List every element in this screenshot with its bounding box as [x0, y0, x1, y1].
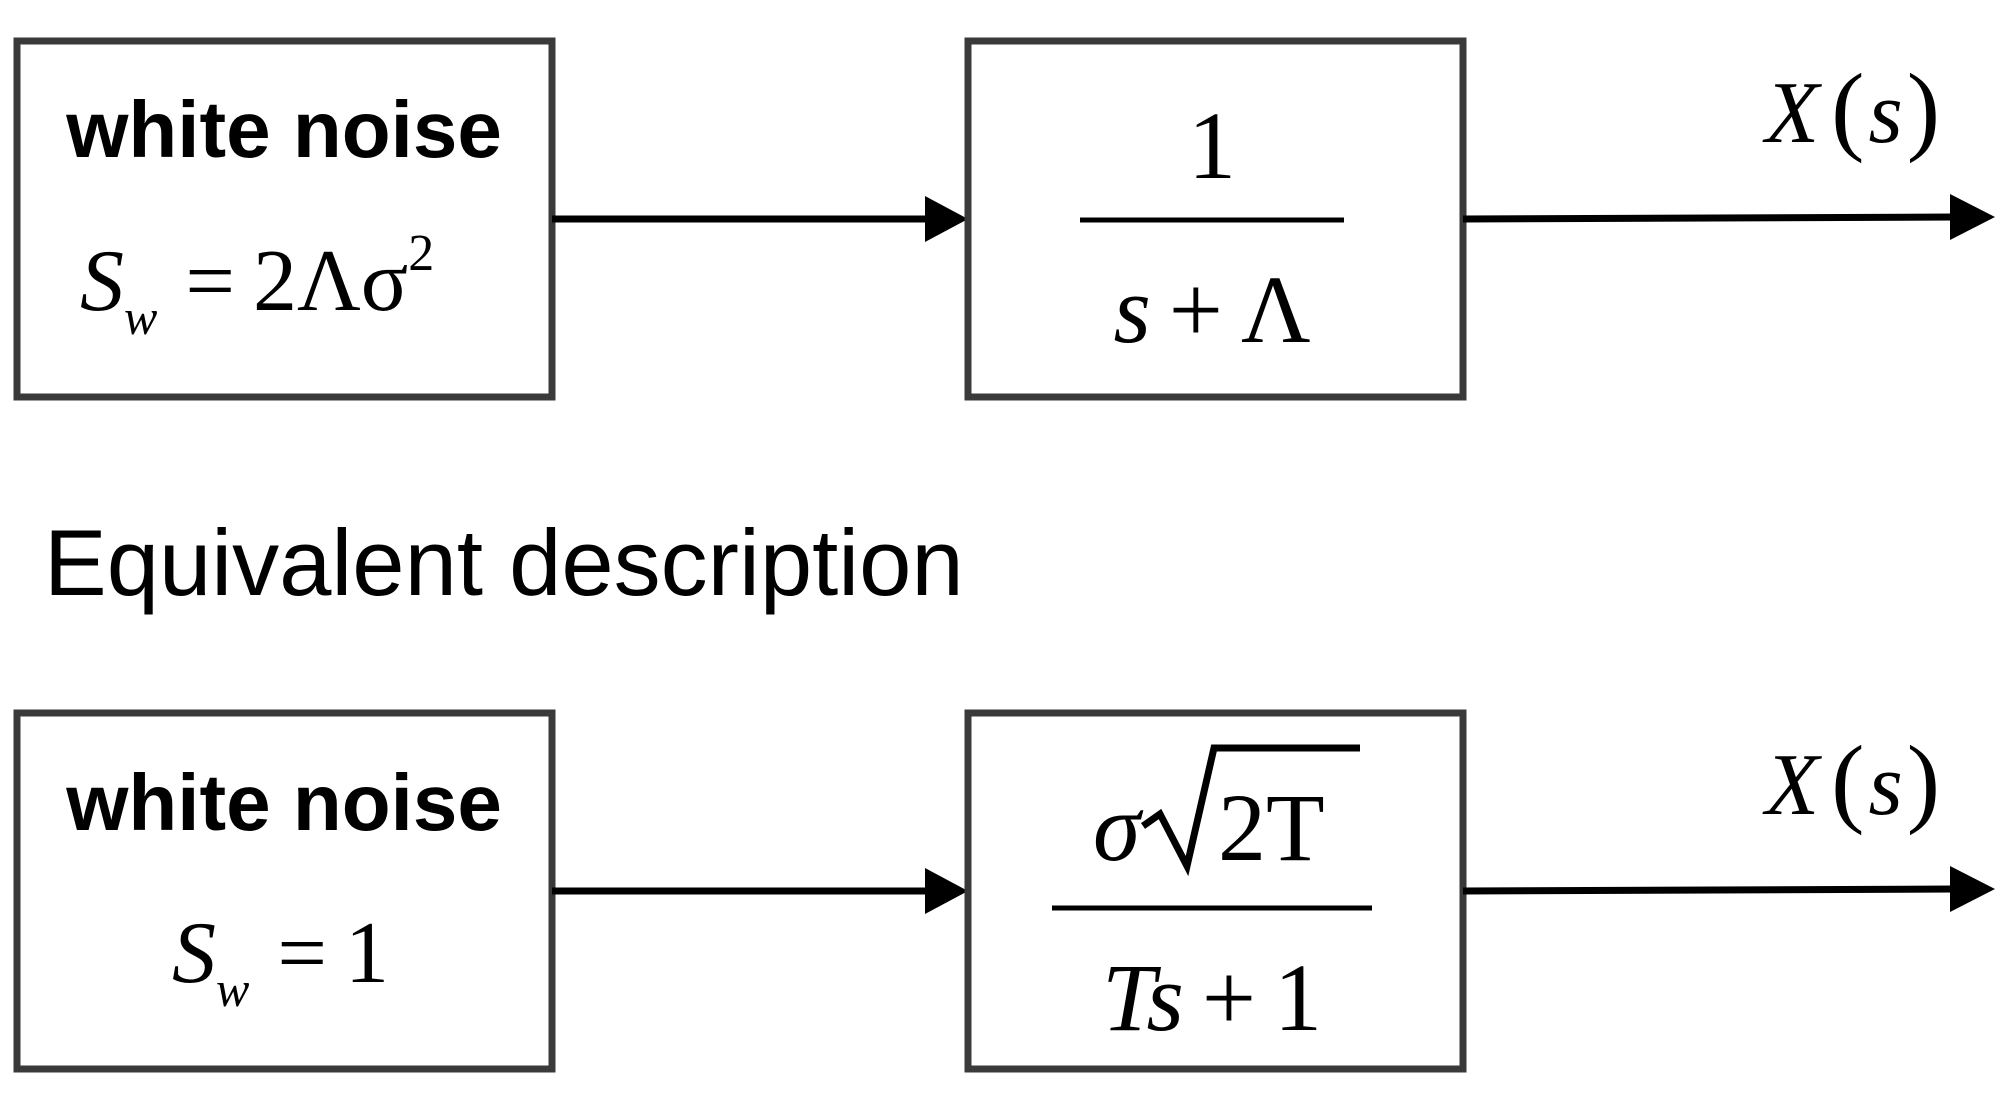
top-transfer-denominator: s+Λ — [1113, 256, 1310, 363]
equivalent-description-caption: Equivalent description — [44, 510, 964, 615]
bottom-numerator-radical-sign — [1140, 744, 1360, 877]
bottom-transfer-box — [964, 709, 1467, 1073]
bottom-denominator-plus: + — [1202, 944, 1256, 1051]
top-psd-subscript: w — [124, 289, 157, 345]
bottom-output-close-paren: ) — [1907, 725, 1940, 836]
bottom-row: white noise Sw=1 σ 2T Ts+1 — [13, 709, 1995, 1073]
top-denominator-plus: + — [1169, 256, 1223, 363]
bottom-output-arrow — [1462, 866, 1995, 912]
top-output-close-paren: ) — [1907, 53, 1940, 164]
top-output-arrow-line — [1462, 213, 1956, 223]
top-white-noise-block: white noise Sw =2Λσ2 — [13, 37, 556, 401]
bottom-output-arrowhead — [1950, 866, 1995, 912]
top-output-arrow — [1462, 194, 1995, 240]
bottom-output-symbol: X — [1762, 737, 1822, 834]
bottom-output-arrow-line — [1462, 885, 1956, 895]
bottom-psd-symbol: S — [172, 905, 216, 1002]
bottom-transfer-block: σ 2T Ts+1 — [964, 709, 1467, 1073]
top-output-arrowhead — [1950, 194, 1995, 240]
top-psd-value: 2Λσ — [253, 233, 408, 330]
top-output-symbol: X — [1762, 65, 1822, 162]
top-output-arg: s — [1868, 65, 1902, 162]
top-input-arrow — [552, 196, 968, 242]
top-row: white noise Sw=2Λσ2 1 s+Λ X(s) — [13, 37, 1995, 401]
top-psd-exponent: 2 — [408, 225, 434, 282]
bottom-psd-equals: = — [277, 905, 327, 1002]
bottom-denominator-Ts: Ts — [1102, 944, 1184, 1051]
bottom-transfer-denominator: Ts+1 — [1102, 944, 1322, 1051]
bottom-white-noise-block: white noise Sw =1 — [13, 709, 556, 1073]
bottom-input-arrowhead — [925, 868, 968, 914]
bottom-output-arg: s — [1868, 737, 1902, 834]
top-white-noise-title: white noise — [65, 85, 502, 174]
bottom-numerator-radicand: 2T — [1218, 774, 1325, 881]
top-white-noise-box — [13, 37, 556, 401]
bottom-psd-equation: Sw =1 — [172, 905, 389, 1017]
bottom-psd-value: 1 — [345, 905, 389, 1002]
bottom-input-arrow — [552, 868, 968, 914]
top-output-label: X(s) — [1762, 53, 1940, 164]
top-psd-equation: Sw =2Λσ2 — [80, 225, 434, 345]
top-psd-symbol: S — [80, 233, 124, 330]
top-transfer-block: 1 s+Λ — [964, 37, 1467, 401]
top-denominator-lambda: Λ — [1241, 256, 1311, 363]
top-transfer-numerator: 1 — [1188, 92, 1236, 199]
top-denominator-s: s — [1113, 256, 1150, 363]
bottom-psd-subscript: w — [216, 961, 249, 1017]
top-input-arrowhead — [925, 196, 968, 242]
bottom-numerator-sigma: σ — [1093, 774, 1144, 881]
bottom-denominator-one: 1 — [1274, 944, 1322, 1051]
top-output-open-paren: ( — [1831, 53, 1864, 164]
bottom-white-noise-title: white noise — [65, 758, 502, 847]
bottom-output-open-paren: ( — [1831, 725, 1864, 836]
bottom-white-noise-box — [13, 709, 556, 1073]
top-psd-equals: = — [185, 233, 235, 330]
bottom-output-label: X(s) — [1762, 725, 1940, 836]
